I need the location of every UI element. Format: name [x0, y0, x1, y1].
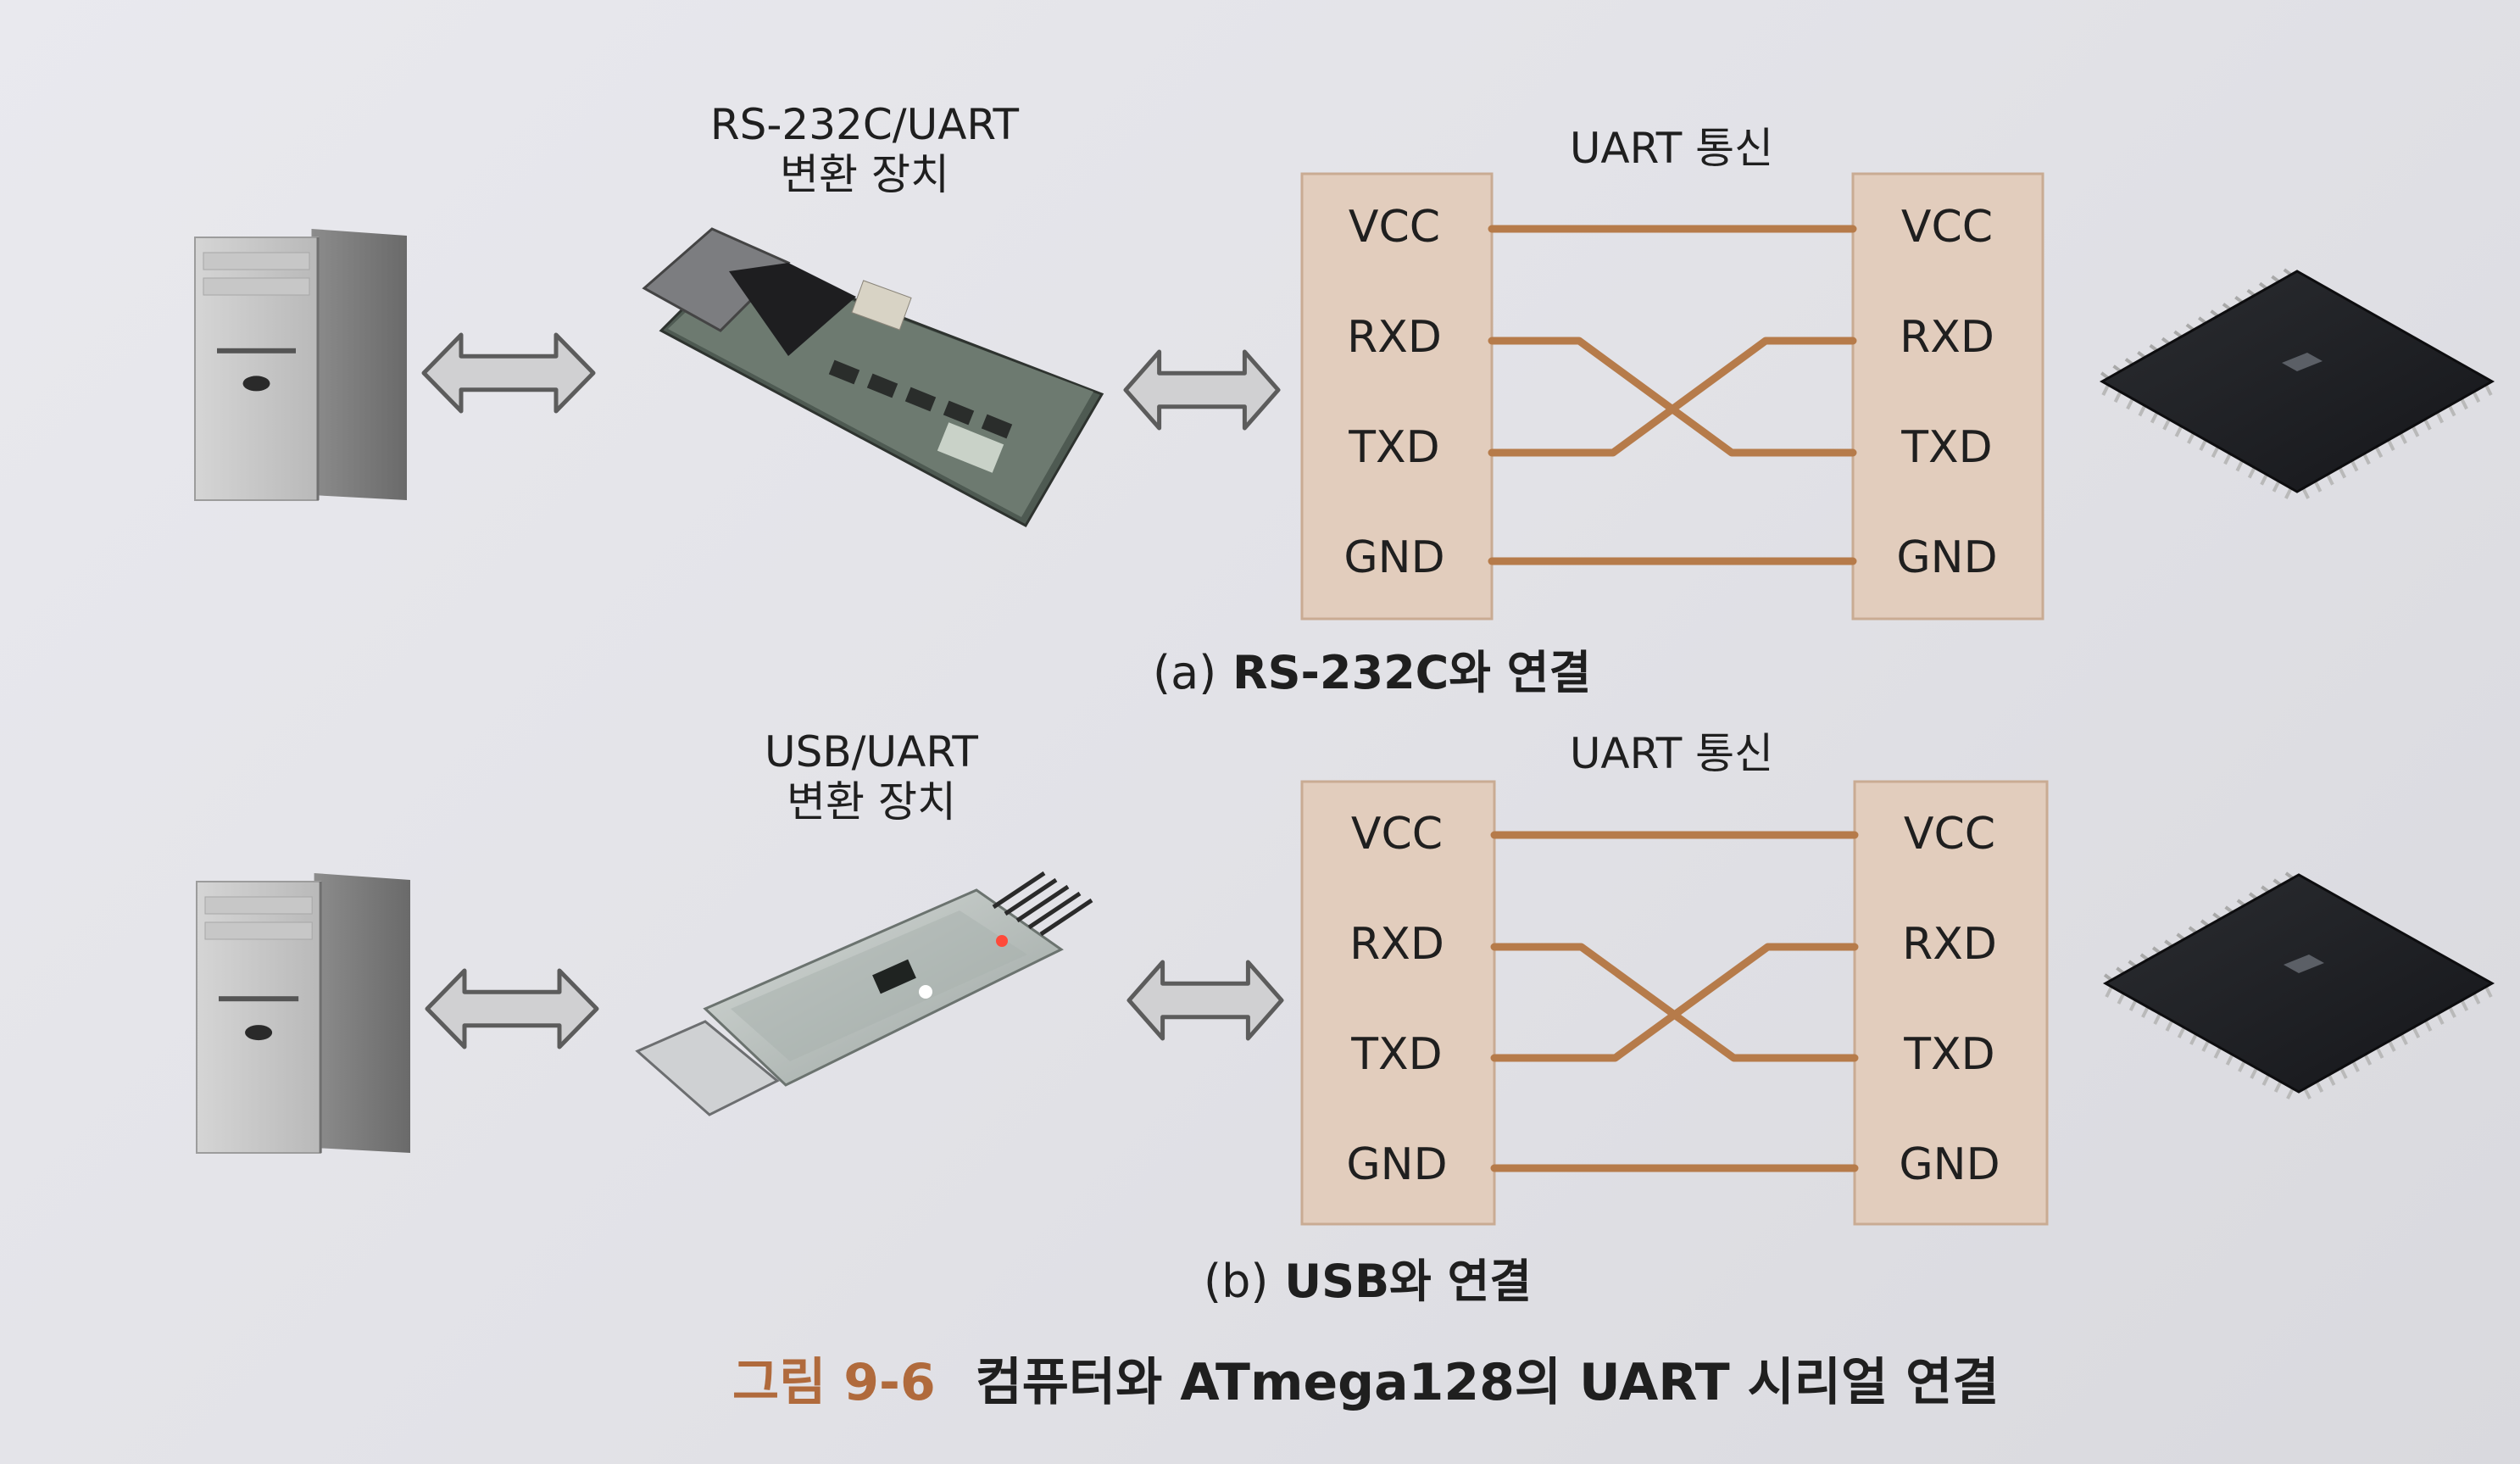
right-pin-box: [1853, 780, 2049, 1226]
left-pin-label: VCC: [1350, 809, 1444, 860]
usb-uart-converter-stick: [635, 871, 1093, 1116]
left-pin-label: TXD: [1349, 422, 1440, 473]
caption-b-label: (b): [1204, 1255, 1269, 1308]
chip-pins: [2100, 268, 2493, 499]
txd-to-rxd-wire: [1488, 337, 1857, 457]
right-pin-label: GND: [1896, 532, 1998, 583]
right-pin-label: VCC: [1900, 202, 1994, 253]
left-pin-box: [1300, 780, 1496, 1226]
converter-title-a-line2: 변환 장치: [780, 150, 949, 199]
converter-title-b-line2: 변환 장치: [787, 777, 956, 827]
txd-to-rxd-wire: [1490, 943, 1859, 1062]
desktop-tower-pc-icon: [194, 229, 407, 501]
desktop-tower-pc-icon: [196, 873, 410, 1154]
left-pin-label: VCC: [1348, 202, 1441, 253]
chip-pins: [2103, 871, 2493, 1099]
figure-caption: 그림 9-6 컴퓨터와 ATmega128의 UART 시리얼 연결: [732, 1353, 1999, 1413]
uart-wiring-block: [1300, 780, 2049, 1226]
left-pin-box: [1300, 172, 1494, 621]
left-pin-label: RXD: [1349, 919, 1444, 970]
caption-a-label: (a): [1153, 646, 1217, 699]
right-pin-label: VCC: [1903, 809, 1996, 860]
caption-b-text: USB와 연결: [1284, 1255, 1532, 1308]
uart-link-title-b: UART 통신: [1569, 729, 1774, 778]
caption-b: (b) USB와 연결: [1204, 1255, 1532, 1309]
converter-title-b: USB/UART 변환 장치: [634, 727, 1109, 827]
figure-title: 컴퓨터와 ATmega128의 UART 시리얼 연결: [975, 1353, 2000, 1412]
rxd-to-txd-wire: [1490, 943, 1859, 1062]
bidirectional-arrow-icon: [425, 968, 599, 1049]
converter-title-b-line1: USB/UART: [765, 727, 978, 777]
left-pin-label: GND: [1343, 532, 1445, 583]
figure-number: 그림 9-6: [732, 1353, 936, 1412]
uart-wiring-block: [1300, 172, 2044, 621]
left-pin-label: RXD: [1347, 312, 1442, 363]
right-pin-label: TXD: [1901, 422, 1993, 473]
left-pin-label: GND: [1346, 1139, 1448, 1190]
right-pin-box: [1851, 172, 2044, 621]
atmega128-chip-icon: [2102, 871, 2495, 1099]
bidirectional-arrow-icon: [421, 332, 596, 414]
rs232-uart-converter-board: [642, 227, 1104, 528]
converter-title-a-line1: RS-232C/UART: [709, 100, 1020, 149]
uart-link-title-a: UART 통신: [1569, 124, 1774, 173]
bidirectional-arrow-icon: [1123, 349, 1281, 431]
caption-a: (a) RS-232C와 연결: [1153, 646, 1591, 700]
right-pin-label: GND: [1899, 1139, 2000, 1190]
rxd-to-txd-wire: [1488, 337, 1857, 457]
right-pin-label: RXD: [1900, 312, 1994, 363]
left-pin-label: TXD: [1351, 1029, 1443, 1080]
caption-a-text: RS-232C와 연결: [1232, 646, 1592, 699]
converter-title-a: RS-232C/UART 변환 장치: [627, 100, 1102, 200]
atmega128-chip-icon: [2099, 268, 2495, 499]
bidirectional-arrow-icon: [1126, 960, 1284, 1041]
right-pin-label: TXD: [1904, 1029, 1995, 1080]
right-pin-label: RXD: [1902, 919, 1997, 970]
